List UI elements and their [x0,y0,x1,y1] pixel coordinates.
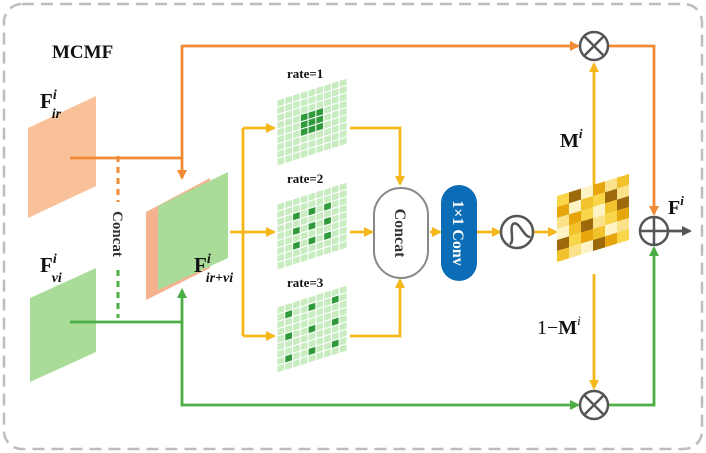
mask-cell [605,199,617,215]
rate3-label: rate=3 [287,275,324,290]
plus-circle-icon [638,215,670,247]
attention-mask-grid [557,174,629,262]
mask-cell [569,199,581,215]
mask-cell [605,177,617,193]
mask-cell [593,203,605,218]
top-multiply-to-plus-arrow [609,44,659,216]
mask-cell [617,207,629,222]
mask-cell [557,214,569,229]
mask-cell [617,174,629,189]
vi-feature-plane [30,268,96,382]
multiply-circle-icon [578,30,610,62]
mask-cell [617,185,629,200]
grid-cell [338,342,348,355]
mask-cell [569,243,581,259]
conv-node [441,185,477,281]
mask-cell [617,229,629,244]
rate1-dilation-grid [276,77,348,167]
mask-cell [617,196,629,211]
mask-cell [569,188,581,204]
grid-cell [338,239,348,252]
multiply-circle-icon [578,389,610,421]
sigmoid-circle-icon [499,214,535,250]
mask-cell [569,232,581,248]
mask-label: Mi [560,126,583,152]
mask-cell [605,221,617,237]
mask-cell [557,203,569,218]
mask-cell [605,210,617,226]
mask-cell [593,181,605,196]
mask-cell [593,214,605,229]
mask-cell [581,185,593,200]
mask-cell [581,229,593,244]
ir-to-top-multiply-arrow [180,41,580,158]
rate2-label: rate=2 [287,171,323,186]
output-label: Fi [668,193,684,219]
rate3-to-concat [350,278,405,338]
mask-cell [593,236,605,251]
concat-left-label: Concat [109,211,125,257]
rate1-to-concat [350,126,405,186]
mask-cell [557,247,569,262]
conv-node-label: 1×1 Conv [449,200,466,266]
mask-cell [557,192,569,207]
inverse-mask-label: 1−Mi [537,313,581,339]
ir-feature-plane [28,96,96,218]
rate3-dilation-grid [276,284,348,374]
concat-node-label: Concat [391,209,408,259]
mask-cell [605,232,617,248]
mask-cell [605,188,617,204]
concat-node [373,187,429,279]
mask-cell [617,218,629,233]
fused-plane-front [158,172,228,290]
mask-cell [581,207,593,222]
mask-cell [581,218,593,233]
bottom-multiply-to-plus-arrow [609,246,659,407]
mask-cell [581,196,593,211]
rate1-label: rate=1 [287,66,323,81]
mask-cell [557,225,569,240]
mask-cell [581,240,593,255]
grid-cell [338,135,348,148]
mask-cell [569,221,581,237]
mask-cell [557,236,569,251]
fused-to-branches [230,128,245,234]
vi-to-bottom-multiply-arrow [180,322,580,410]
mask-cell [569,210,581,226]
mask-cell [593,192,605,207]
rate2-dilation-grid [276,181,348,271]
module-title: MCMF [52,42,113,63]
mask-cell [593,225,605,240]
